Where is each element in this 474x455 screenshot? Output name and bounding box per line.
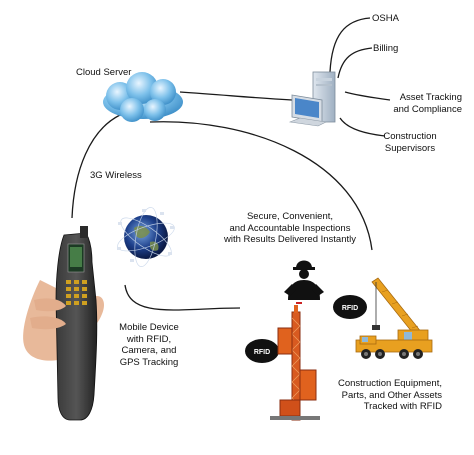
worker-icon bbox=[284, 260, 324, 300]
line-computer-to-billing bbox=[337, 47, 373, 79]
line-cloud-to-inspections bbox=[149, 121, 373, 251]
rfid-tag-icon: RFID bbox=[333, 295, 367, 319]
connector-lines bbox=[71, 17, 391, 311]
osha-label: OSHA bbox=[372, 13, 399, 24]
equipment-line: Tracked with RFID bbox=[363, 401, 442, 412]
line-computer-to-asset bbox=[344, 91, 391, 101]
inspections-label: Secure, Convenient, and Accountable Insp… bbox=[210, 211, 370, 246]
line-computer-to-osha bbox=[329, 17, 371, 73]
mobile-device-line: Mobile Device bbox=[119, 322, 179, 333]
mobile-device-label: Mobile Device with RFID, Camera, and GPS… bbox=[108, 322, 190, 368]
supervisors-line: Supervisors bbox=[384, 142, 436, 154]
wireless-label: 3G Wireless bbox=[90, 170, 142, 181]
cloud-icon bbox=[103, 72, 183, 122]
rfid-tag-label: RFID bbox=[342, 305, 358, 312]
supervisors-line: Construction bbox=[383, 131, 437, 142]
mobile-device-line: Camera, and bbox=[121, 345, 177, 356]
mobile-device-line: GPS Tracking bbox=[119, 356, 179, 368]
globe-icon bbox=[117, 207, 175, 267]
asset-tracking-label: Asset Tracking and Compliance bbox=[370, 92, 462, 115]
equipment-line: Parts, and Other Assets bbox=[341, 389, 442, 401]
line-device-to-equipment bbox=[124, 284, 241, 311]
computer-icon bbox=[288, 71, 336, 127]
inspections-line: with Results Delivered Instantly bbox=[224, 234, 356, 245]
cloud-server-label: Cloud Server bbox=[76, 67, 132, 78]
inspections-line: and Accountable Inspections bbox=[229, 222, 351, 234]
lift-icon bbox=[270, 302, 320, 421]
billing-label: Billing bbox=[373, 43, 399, 54]
crane-icon bbox=[355, 277, 433, 359]
line-cloud-to-computer bbox=[179, 91, 293, 101]
mobile-device-icon bbox=[23, 226, 105, 421]
line-device-to-cloud bbox=[71, 114, 121, 219]
equipment-label: Construction Equipment, Parts, and Other… bbox=[326, 378, 442, 413]
supervisors-label: Construction Supervisors bbox=[372, 131, 448, 154]
asset-tracking-line: and Compliance bbox=[393, 103, 462, 115]
line-computer-to-supervisors bbox=[339, 117, 386, 137]
inspections-line: Secure, Convenient, bbox=[246, 211, 334, 222]
rfid-tag-icon: RFID bbox=[245, 339, 279, 363]
rfid-tag-label: RFID bbox=[254, 349, 270, 356]
mobile-device-line: with RFID, bbox=[126, 333, 172, 345]
equipment-line: Construction Equipment, bbox=[337, 378, 442, 389]
asset-tracking-line: Asset Tracking bbox=[399, 92, 462, 103]
